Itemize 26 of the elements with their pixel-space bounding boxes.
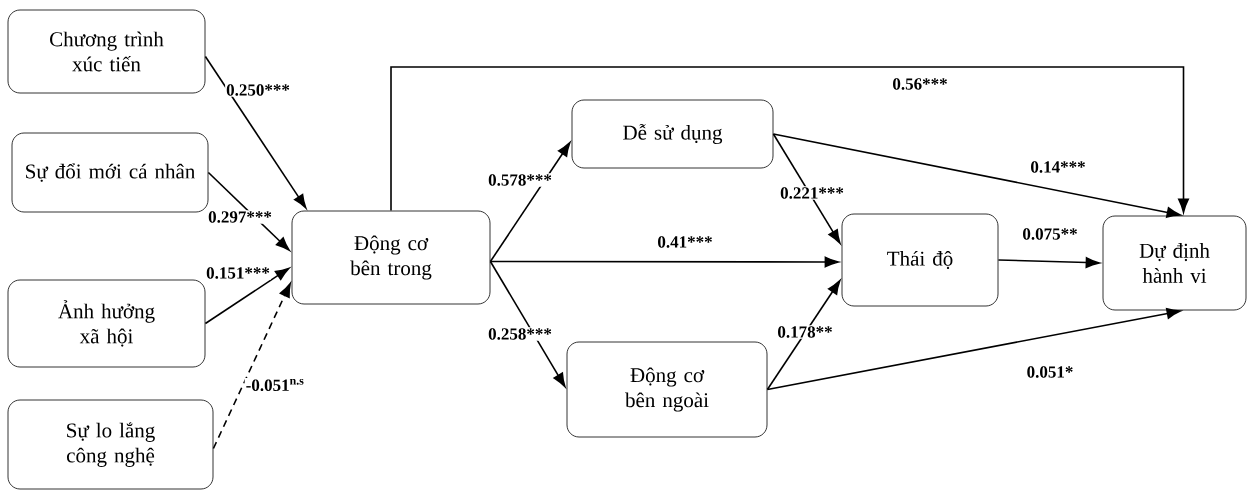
construct-box: Động cơ bên trong [291,210,491,305]
arrow [489,256,839,268]
arrow [766,280,841,391]
edge-label: 0.258*** [487,327,553,341]
edge-label: 0.051* [1025,365,1075,379]
edge-label: 0.075** [1021,227,1079,241]
construct-box: Chương trình xúc tiến [7,9,206,94]
construct-box: Động cơ bên ngoài [566,341,768,438]
edge-label: -0.051$^{n.s}$ [244,377,306,393]
construct-box: Sự lo lắng công nghệ [7,399,214,490]
edge-label: 0.250*** [225,83,291,97]
edge-label: 0.178** [776,325,834,339]
arrow [212,282,291,450]
construct-box: Thái độ [841,213,999,307]
construct-box: Ảnh hưởng xã hội [7,279,206,368]
construct-box: Sự đổi mới cá nhân [11,132,209,213]
edge-label: 0.297*** [207,210,273,224]
arrow [204,55,307,209]
edge-label: 0.41*** [656,235,714,249]
arrow [207,171,290,251]
arrow [997,257,1100,268]
arrow [204,267,290,325]
arrow [489,260,566,388]
construct-box: Dự định hành vi [1102,215,1247,311]
arrow [766,308,1181,391]
edge-label: 0.151*** [205,266,271,280]
